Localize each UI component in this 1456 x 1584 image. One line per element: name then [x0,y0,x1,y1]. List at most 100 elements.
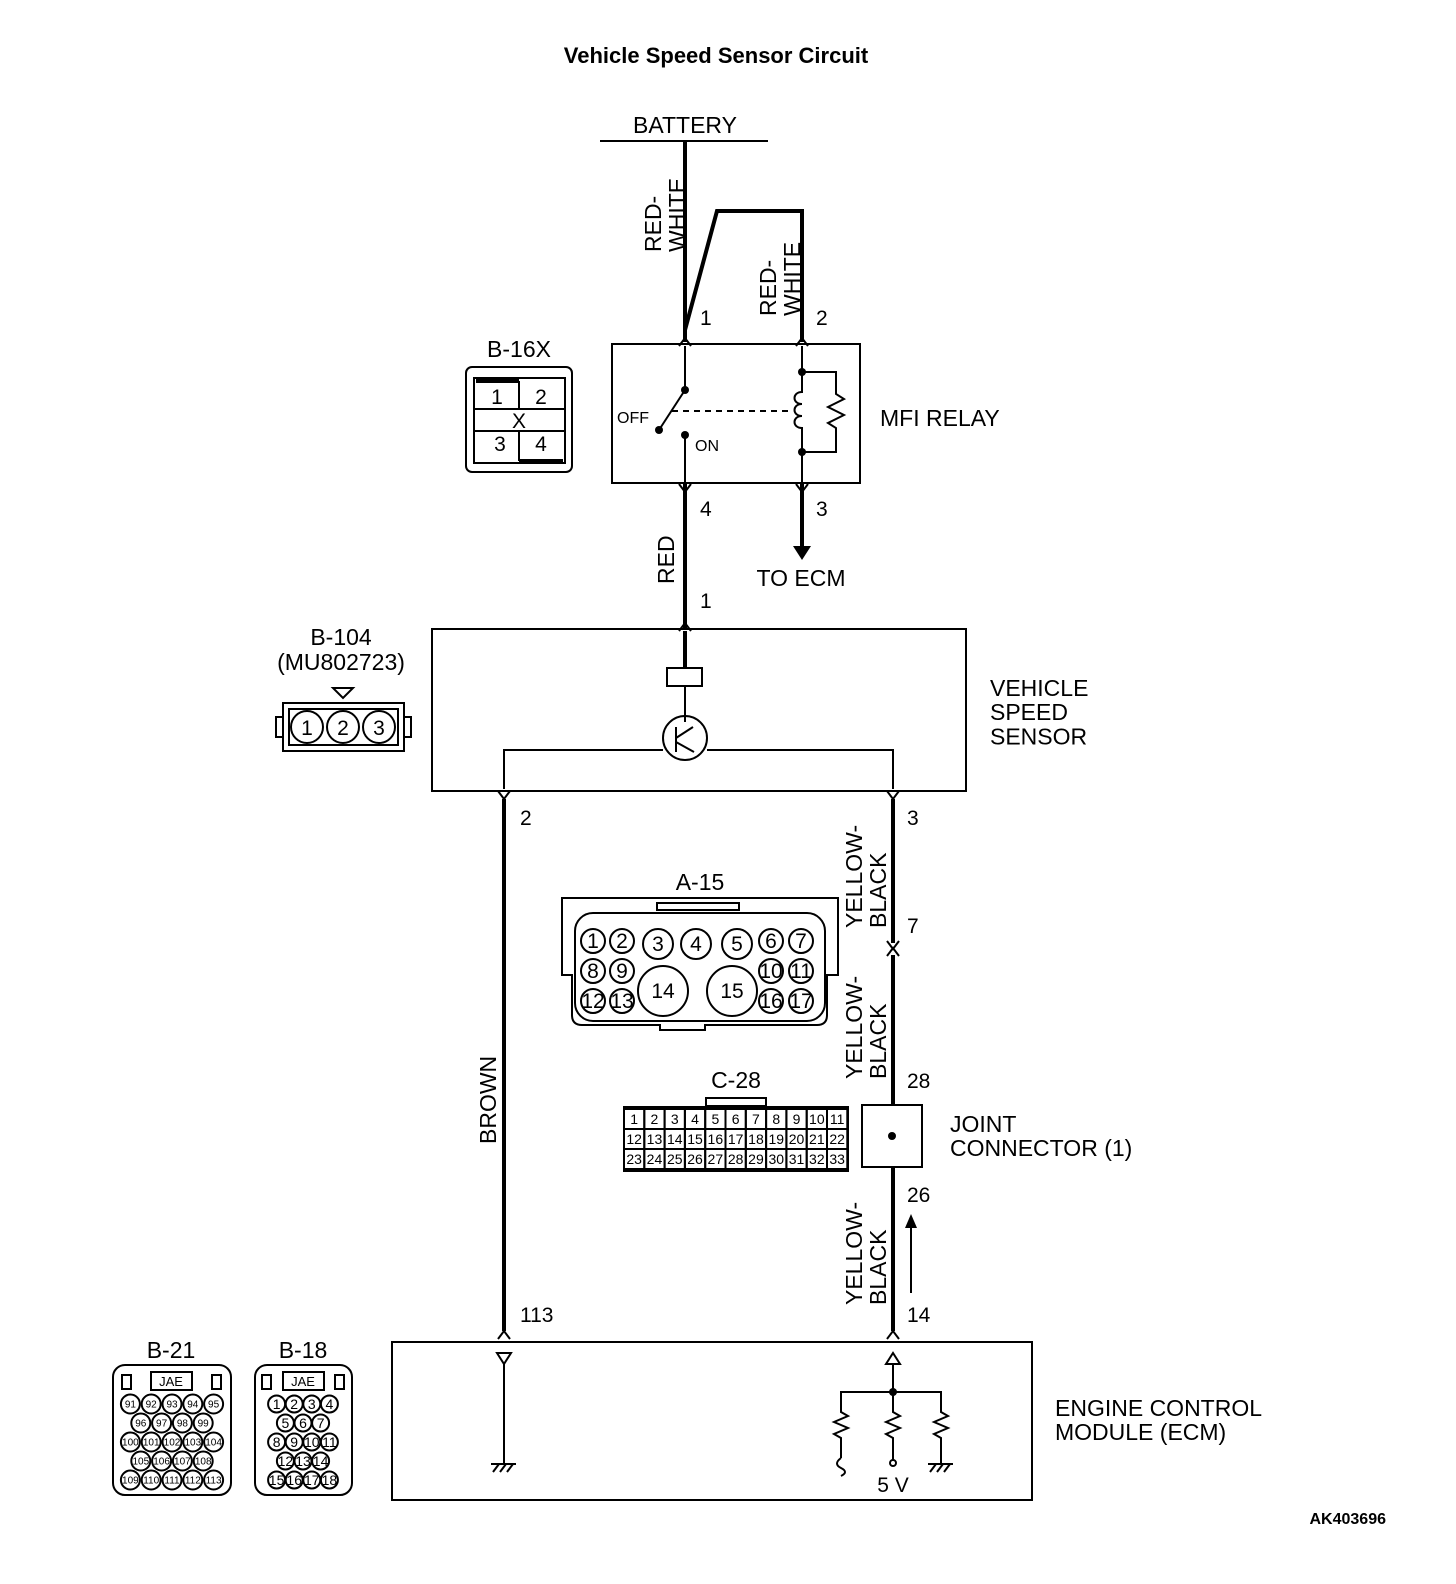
b104-part: (MU802723) [277,649,405,675]
c28-cell-label: 27 [708,1151,724,1167]
relay-pin-1: 1 [700,307,712,330]
b21-maker-box [150,1371,193,1391]
b21-pin-circle [151,1450,173,1472]
b18-pin-label: 10 [304,1434,320,1450]
b18-pin-circle [311,1451,331,1471]
c28-cell-label: 19 [768,1131,784,1147]
c28-cell-label: 5 [711,1111,719,1127]
ecm-box [391,1341,1033,1501]
b21-pin-circle [130,1412,152,1434]
ecm-signal-input-icon [884,1351,902,1365]
ecm-5v-terminal-icon [889,1459,897,1467]
mfi-relay-label: MFI RELAY [880,405,1000,431]
wire-color-signal-upper: YELLOW-BLACK [841,825,891,928]
vss-transistor-icon [662,715,708,761]
a15-pin-circle [706,965,758,1017]
b104-cell-circle-1 [290,710,324,744]
b21-pin-circle [140,1431,162,1453]
a15-inner [574,912,826,1022]
c28-cell-label: 4 [691,1111,699,1127]
c28-cell-label: 33 [829,1151,845,1167]
b18-pin-label: 18 [322,1472,338,1488]
b16x-outline [465,366,573,473]
a15-pin-circle [758,928,784,954]
b18-pin-label: 6 [299,1415,307,1431]
ecm-ground-input-icon [495,1352,513,1366]
b21-pin-circle [151,1412,173,1434]
b18-maker: JAE [291,1374,315,1389]
b21-pin-circle [203,1469,225,1491]
a15-pin-label: 7 [795,930,807,953]
b21-pin-label: 111 [164,1476,180,1487]
b21-name: B-21 [147,1337,196,1363]
a15-pin-label: 13 [610,990,633,1013]
b18-outline [254,1364,353,1496]
relay-coil-icon [793,372,803,452]
b21-pin-circle [140,1393,162,1415]
wire-coil-feed [683,209,804,342]
b21-pin-circle [161,1393,183,1415]
b16x-name: B-16X [487,336,551,362]
b104-tab-left [275,716,284,738]
ecm-right-ground-icon [928,1463,953,1473]
joint-node [888,1132,896,1140]
b21-pin-label: 102 [164,1438,181,1449]
ecm-pullup-left-icon [836,1457,846,1477]
c28-cell-label: 14 [667,1131,683,1147]
vss-pin-1-chevron [678,621,692,632]
wire-color-coil-feed: RED-WHITE [755,242,805,316]
vss-transistor-emitter [675,741,695,753]
b21-pin-circle [203,1431,225,1453]
pin7-chevron-bottom [886,946,900,957]
b104-name: B-104 [310,624,372,650]
b21-pin-circle [130,1450,152,1472]
b104-cell-circle-3 [362,710,396,744]
wire-color-relay-to-sensor: RED [653,535,679,584]
b18-pin-label: 2 [290,1396,298,1412]
b21-pin-circle [192,1412,214,1434]
b21-pin-label: 91 [125,1400,137,1411]
b18-maker-box [282,1371,325,1391]
b18-pin-label: 17 [304,1472,320,1488]
b16x-cell-3: 3 [494,433,506,456]
a15-pin-circle [580,928,606,954]
c28-cell-label: 8 [772,1111,780,1127]
b21-pin-label: 110 [143,1476,159,1487]
b21-pin-circle [119,1469,141,1491]
a15-pin-circle [580,958,606,984]
c28-cell-label: 7 [752,1111,760,1127]
to-ecm-label: TO ECM [756,565,845,591]
b104-cell-1: 1 [301,717,313,740]
a15-pin-label: 16 [759,990,782,1013]
c28-cell-label: 28 [728,1151,744,1167]
a15-pin-label: 2 [616,930,628,953]
b16x-cell-2: 2 [535,386,547,409]
b21-pin-label: 104 [205,1438,222,1449]
a15-pin-label: 14 [651,980,675,1003]
a15-pin-label: 8 [587,960,599,983]
c28-key [705,1097,767,1107]
b16x-cell-1: 1 [491,386,503,409]
a15-pin-label: 11 [790,960,812,983]
a15-pin-label: 15 [720,980,743,1003]
c28-cell-label: 11 [830,1111,845,1127]
b18-pin-label: 14 [313,1453,329,1469]
b18-pin-label: 16 [286,1472,302,1488]
diagram-title: Vehicle Speed Sensor Circuit [564,43,869,68]
b21-pin-circle [182,1469,204,1491]
b21-pin-label: 95 [208,1400,220,1411]
b18-pin-circle [319,1470,339,1490]
to-ecm-arrow-icon [793,546,811,560]
b21-pin-circle [192,1450,214,1472]
switch-contact-off [655,426,663,434]
a15-pin-label: 6 [765,930,777,953]
c28-cell-label: 6 [732,1111,740,1127]
wire-color-signal-lower: YELLOW-BLACK [841,1202,891,1305]
switch-off-label: OFF [617,410,649,427]
ecm-pin-113: 113 [520,1304,553,1327]
c28-cell-label: 32 [809,1151,825,1167]
b18-pin-label: 8 [273,1434,281,1450]
b18-pin-circle [319,1394,339,1414]
